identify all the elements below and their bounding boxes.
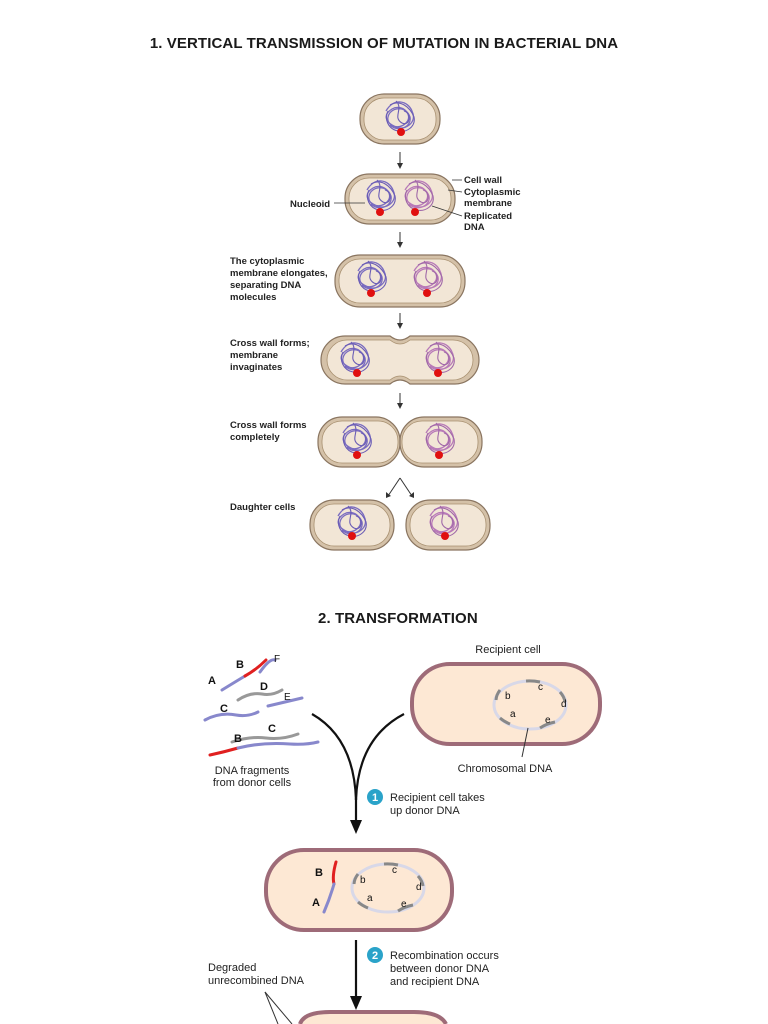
label-elongate-4: molecules [230,292,276,303]
label-dna-fragments-2: from donor cells [213,777,292,789]
label-cross-3: invaginates [230,362,282,373]
cell-elongated [334,254,466,308]
label-elongate-1: The cytoplasmic [230,256,304,267]
label-step1-1: Recipient cell takes [390,792,485,804]
donor-dna-fragments [203,658,320,757]
label-degraded-2: unrecombined DNA [208,975,305,987]
label-step2-1: Recombination occurs [390,950,499,962]
fragment-letter-b2: B [234,733,242,745]
label-complete-1: Cross wall forms [230,420,307,431]
label-dna-fragments-1: DNA fragments [215,765,290,777]
mutation-dot [397,128,405,136]
cell-cross-wall-complete [317,416,483,468]
label-elongate-2: membrane elongates, [230,268,328,279]
label-step2-3: and recipient DNA [390,976,480,988]
chromosome-letter-e: e [545,715,551,726]
fragment-letter-f: F [274,654,280,665]
label-replicated-1: Replicated [464,211,512,222]
section1-title: 1. VERTICAL TRANSMISSION OF MUTATION IN … [149,35,619,52]
fragment-letter-b: B [236,659,244,671]
fragment-letter-c: C [220,703,228,715]
chromosome-letter-b: b [505,691,511,702]
label-recipient-cell: Recipient cell [475,644,540,656]
uptake-letter-b-small: b [360,875,366,886]
section2-title: 2. TRANSFORMATION [318,610,478,627]
uptake-letter-d: d [416,882,422,893]
label-elongate-3: separating DNA [230,280,301,291]
label-chromosomal-dna: Chromosomal DNA [458,763,553,775]
uptake-letter-c: c [392,865,397,876]
label-degraded-1: Degraded [208,962,256,974]
daughter-cells [309,499,491,551]
chromosome-letter-a: a [510,709,516,720]
label-cytoplasmic-2: membrane [464,198,512,209]
label-daughter-cells: Daughter cells [230,502,295,513]
cell-after-uptake [264,848,454,932]
cell-invaginating [320,335,480,385]
label-step1-2: up donor DNA [390,805,460,817]
cell-replicated [344,173,456,225]
fragment-letter-a: A [208,675,216,687]
merge-arrow-left [311,713,358,801]
label-cytoplasmic-1: Cytoplasmic [464,187,521,198]
label-complete-2: completely [230,432,280,443]
chromosome-letter-c: c [538,682,543,693]
recipient-cell [410,662,602,746]
uptake-letter-e: e [401,899,407,910]
label-nucleoid: Nucleoid [290,199,330,210]
label-step2-2: between donor DNA [390,963,490,975]
label-cross-2: membrane [230,350,278,361]
fragment-letter-c2: C [268,723,276,735]
step-2-badge: 2 [367,947,383,963]
uptake-letter-a: A [312,897,320,909]
uptake-letter-a-small: a [367,893,373,904]
fragment-letter-e: E [284,692,291,703]
next-cell-partial [298,1010,448,1024]
label-cross-1: Cross wall forms; [230,338,310,349]
cell-initial [359,93,441,145]
step-1-badge: 1 [367,789,383,805]
label-replicated-2: DNA [464,222,485,233]
svg-text:2: 2 [372,950,378,962]
fragment-letter-d: D [260,681,268,693]
chromosome-letter-d: d [561,699,567,710]
merge-arrow-right [354,713,405,801]
uptake-letter-b: B [315,867,323,879]
label-cell-wall: Cell wall [464,175,502,186]
svg-text:1: 1 [372,792,378,804]
